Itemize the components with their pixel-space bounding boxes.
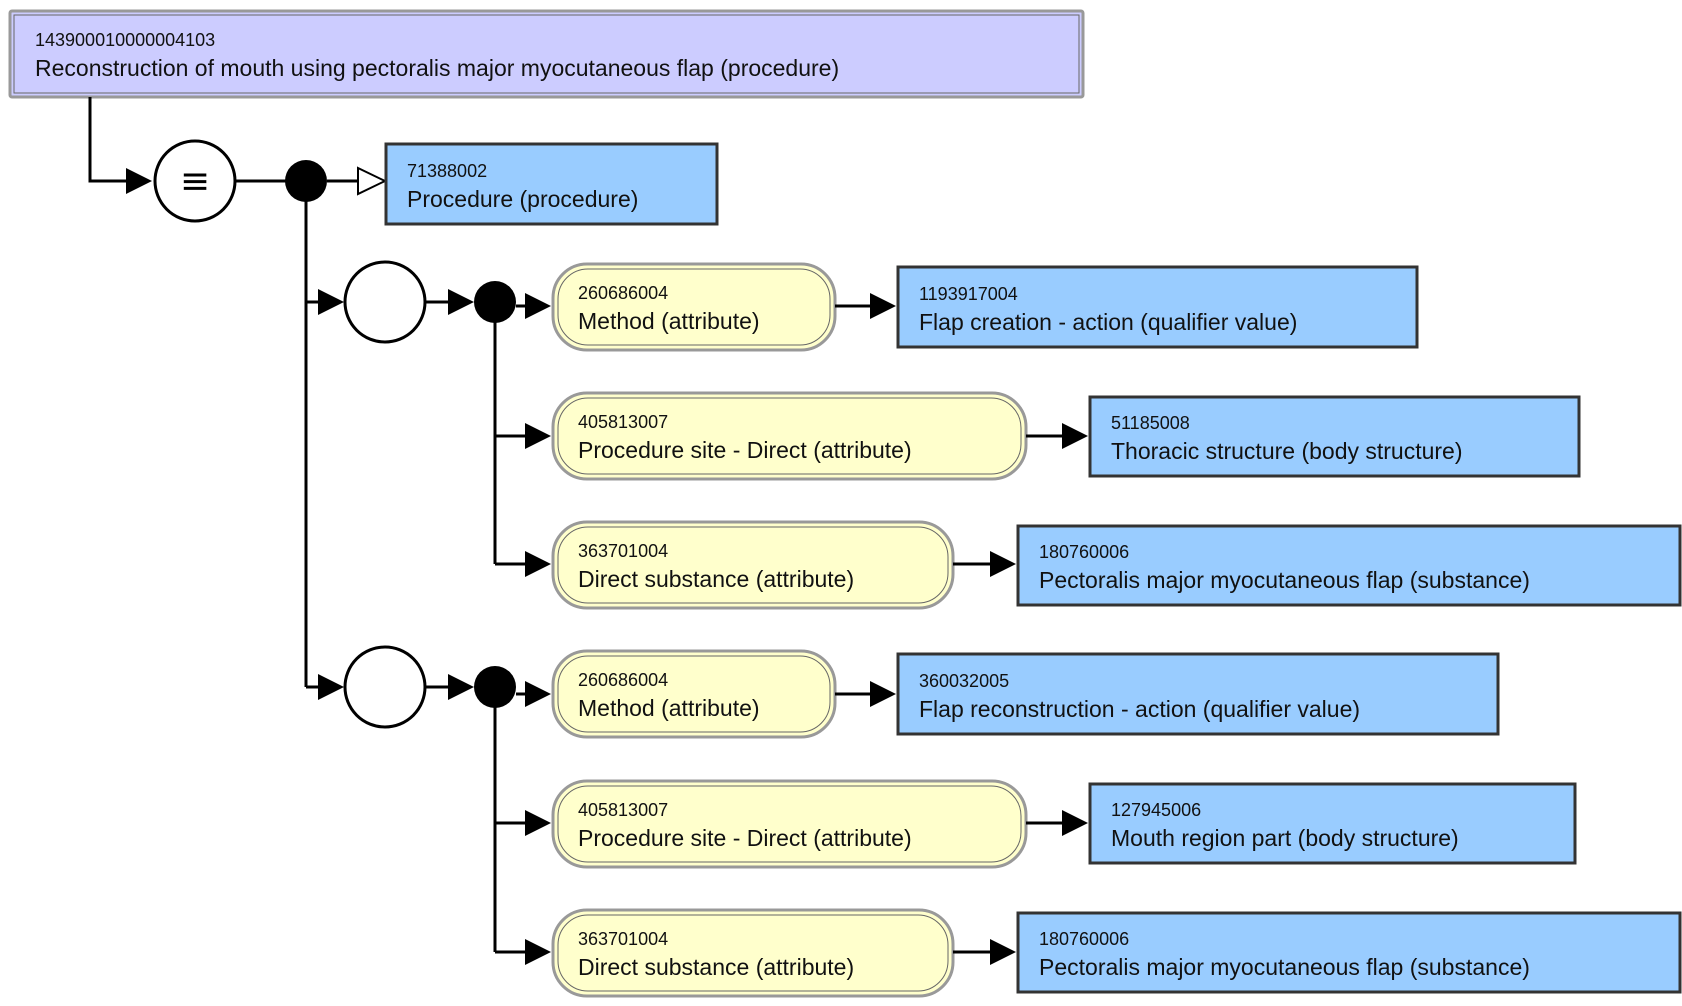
value-concept[interactable]: 51185008 Thoracic structure (body struct… bbox=[1088, 395, 1581, 478]
arrowhead bbox=[318, 289, 344, 315]
role-group-1-circle bbox=[343, 260, 427, 344]
attribute-id: 405813007 bbox=[578, 412, 668, 432]
value-concept-name: Pectoralis major myocutaneous flap (subs… bbox=[1039, 567, 1530, 593]
value-concept[interactable]: 360032005 Flap reconstruction - action (… bbox=[896, 652, 1500, 736]
arrowhead bbox=[525, 293, 551, 319]
value-concept-name: Flap creation - action (qualifier value) bbox=[919, 309, 1297, 335]
value-concept[interactable]: 180760006 Pectoralis major myocutaneous … bbox=[1016, 524, 1682, 607]
arrowhead bbox=[525, 681, 551, 707]
value-concept-id: 1193917004 bbox=[919, 284, 1018, 304]
arrowhead bbox=[1062, 423, 1088, 449]
attribute-id: 260686004 bbox=[578, 283, 668, 303]
value-concept-id: 180760006 bbox=[1039, 542, 1129, 562]
attribute-procedure-site-direct[interactable]: 405813007 Procedure site - Direct (attri… bbox=[551, 391, 1028, 481]
attribute-direct-substance[interactable]: 363701004 Direct substance (attribute) bbox=[551, 520, 955, 610]
attribute-id: 363701004 bbox=[578, 541, 668, 561]
value-concept-id: 360032005 bbox=[919, 671, 1009, 691]
focus-concept-name: Reconstruction of mouth using pectoralis… bbox=[35, 55, 839, 81]
value-concept[interactable]: 180760006 Pectoralis major myocutaneous … bbox=[1016, 911, 1682, 994]
arrowhead bbox=[525, 423, 551, 449]
attribute-method[interactable]: 260686004 Method (attribute) bbox=[551, 262, 837, 352]
arrowhead bbox=[990, 551, 1016, 577]
arrowhead bbox=[525, 551, 551, 577]
value-concept[interactable]: 127945006 Mouth region part (body struct… bbox=[1088, 782, 1577, 865]
arrowhead bbox=[990, 939, 1016, 965]
arrowhead bbox=[525, 939, 551, 965]
arrowhead bbox=[318, 674, 344, 700]
arrowhead bbox=[448, 674, 474, 700]
value-concept-name: Mouth region part (body structure) bbox=[1111, 825, 1459, 851]
attribute-name: Method (attribute) bbox=[578, 308, 760, 334]
arrowhead bbox=[126, 168, 152, 194]
parent-concept[interactable]: 71388002 Procedure (procedure) bbox=[384, 142, 719, 226]
attribute-name: Direct substance (attribute) bbox=[578, 954, 854, 980]
attribute-id: 260686004 bbox=[578, 670, 668, 690]
arrowhead bbox=[448, 289, 474, 315]
arrowhead bbox=[1062, 810, 1088, 836]
arrowhead bbox=[870, 681, 896, 707]
parent-concept-name: Procedure (procedure) bbox=[407, 186, 638, 212]
attribute-procedure-site-direct[interactable]: 405813007 Procedure site - Direct (attri… bbox=[551, 779, 1028, 869]
focus-concept[interactable]: 143900010000004103 Reconstruction of mou… bbox=[8, 9, 1085, 99]
value-concept-name: Flap reconstruction - action (qualifier … bbox=[919, 696, 1360, 722]
focus-concept-id: 143900010000004103 bbox=[35, 30, 215, 50]
attribute-id: 405813007 bbox=[578, 800, 668, 820]
attribute-id: 363701004 bbox=[578, 929, 668, 949]
definition-status-icon: ≡ bbox=[153, 139, 237, 223]
attribute-name: Method (attribute) bbox=[578, 695, 760, 721]
attribute-name: Procedure site - Direct (attribute) bbox=[578, 437, 912, 463]
value-concept-id: 180760006 bbox=[1039, 929, 1129, 949]
connector-focus-to-status bbox=[88, 97, 126, 183]
parent-concept-id: 71388002 bbox=[407, 161, 487, 181]
value-concept-name: Thoracic structure (body structure) bbox=[1111, 438, 1463, 464]
role-group-2-circle bbox=[343, 645, 427, 729]
attribute-name: Procedure site - Direct (attribute) bbox=[578, 825, 912, 851]
attribute-name: Direct substance (attribute) bbox=[578, 566, 854, 592]
value-concept[interactable]: 1193917004 Flap creation - action (quali… bbox=[896, 265, 1419, 349]
value-concept-id: 51185008 bbox=[1111, 413, 1190, 433]
value-concept-name: Pectoralis major myocutaneous flap (subs… bbox=[1039, 954, 1530, 980]
attribute-direct-substance[interactable]: 363701004 Direct substance (attribute) bbox=[551, 908, 955, 998]
attribute-method[interactable]: 260686004 Method (attribute) bbox=[551, 649, 837, 739]
isa-open-arrowhead bbox=[357, 166, 388, 196]
arrowhead bbox=[525, 810, 551, 836]
arrowhead bbox=[870, 293, 896, 319]
value-concept-id: 127945006 bbox=[1111, 800, 1201, 820]
definition-status-symbol: ≡ bbox=[180, 161, 210, 202]
